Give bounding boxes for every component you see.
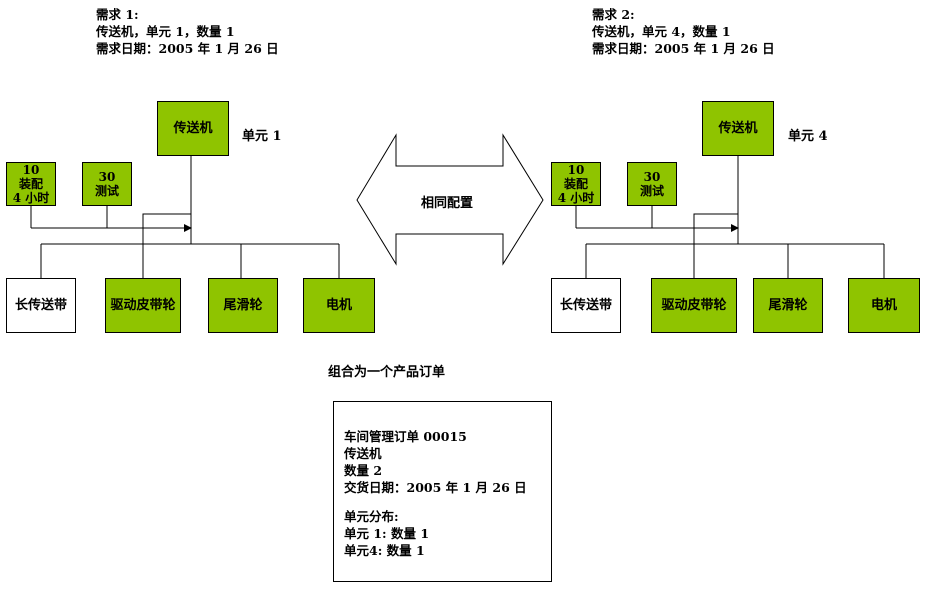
order-line-1: 车间管理订单 00015 <box>344 429 467 444</box>
right-op1-name: 装配 <box>563 177 588 191</box>
right-op2-name: 测试 <box>639 184 664 198</box>
order-line-2: 传送机 <box>344 446 382 461</box>
order-line-3: 数量 2 <box>344 463 383 478</box>
req2-line2: 传送机，单元 4，数量 1 <box>592 24 731 39</box>
right-part-long-belt: 长传送带 <box>551 278 621 333</box>
right-part-label: 电机 <box>870 298 897 313</box>
right-part-motor: 电机 <box>848 278 920 333</box>
order-line-7: 单元4: 数量 1 <box>344 543 425 558</box>
right-tree-lines <box>575 156 885 278</box>
left-conveyor-label: 传送机 <box>173 121 213 136</box>
right-part-tail-pulley: 尾滑轮 <box>753 278 823 333</box>
left-unit-label: 单元 1 <box>242 129 282 144</box>
left-part-label: 尾滑轮 <box>223 298 263 313</box>
order-spacer <box>344 496 551 508</box>
order-line-4: 交货日期：2005 年 1 月 26 日 <box>344 480 527 495</box>
right-op-test-box: 30 测试 <box>627 162 677 206</box>
req1-line2: 传送机，单元 1，数量 1 <box>96 24 235 39</box>
right-part-label: 长传送带 <box>559 298 612 313</box>
right-part-drive-pulley: 驱动皮带轮 <box>651 278 737 333</box>
left-op-test-box: 30 测试 <box>82 162 132 206</box>
right-op1-time: 4 小时 <box>557 191 595 205</box>
same-config-label: 相同配置 <box>421 196 474 211</box>
left-part-long-belt: 长传送带 <box>6 278 76 333</box>
right-part-label: 驱动皮带轮 <box>661 298 727 313</box>
left-part-label: 驱动皮带轮 <box>110 298 176 313</box>
left-op2-num: 30 <box>98 170 116 184</box>
req1-line1: 需求 1: <box>96 7 139 22</box>
left-part-label: 电机 <box>325 298 352 313</box>
right-op2-num: 30 <box>643 170 661 184</box>
left-op2-name: 测试 <box>94 184 119 198</box>
left-part-motor: 电机 <box>303 278 375 333</box>
left-op1-name: 装配 <box>18 177 43 191</box>
left-tree-lines <box>30 156 340 278</box>
left-op-assembly-box: 10 装配 4 小时 <box>6 162 56 206</box>
shop-order-box: 车间管理订单 00015 传送机 数量 2 交货日期：2005 年 1 月 26… <box>333 401 552 582</box>
requirement-1: 需求 1: 传送机，单元 1，数量 1 需求日期：2005 年 1 月 26 日 <box>96 6 279 57</box>
left-op1-num: 10 <box>22 163 40 177</box>
left-op1-time: 4 小时 <box>12 191 50 205</box>
double-arrow-shape <box>356 133 544 266</box>
right-conveyor-box: 传送机 <box>702 101 774 156</box>
req1-line3: 需求日期：2005 年 1 月 26 日 <box>96 41 279 56</box>
right-op-assembly-box: 10 装配 4 小时 <box>551 162 601 206</box>
combine-label: 组合为一个产品订单 <box>328 365 446 380</box>
right-unit-label: 单元 4 <box>788 129 828 144</box>
left-part-drive-pulley: 驱动皮带轮 <box>105 278 181 333</box>
req2-line3: 需求日期：2005 年 1 月 26 日 <box>592 41 775 56</box>
right-op1-num: 10 <box>567 163 585 177</box>
requirement-2: 需求 2: 传送机，单元 4，数量 1 需求日期：2005 年 1 月 26 日 <box>592 6 775 57</box>
left-conveyor-box: 传送机 <box>157 101 229 156</box>
left-part-label: 长传送带 <box>14 298 67 313</box>
left-part-tail-pulley: 尾滑轮 <box>208 278 278 333</box>
req2-line1: 需求 2: <box>592 7 635 22</box>
order-line-5: 单元分布: <box>344 509 399 524</box>
order-line-6: 单元 1: 数量 1 <box>344 526 430 541</box>
right-conveyor-label: 传送机 <box>718 121 758 136</box>
right-part-label: 尾滑轮 <box>768 298 808 313</box>
